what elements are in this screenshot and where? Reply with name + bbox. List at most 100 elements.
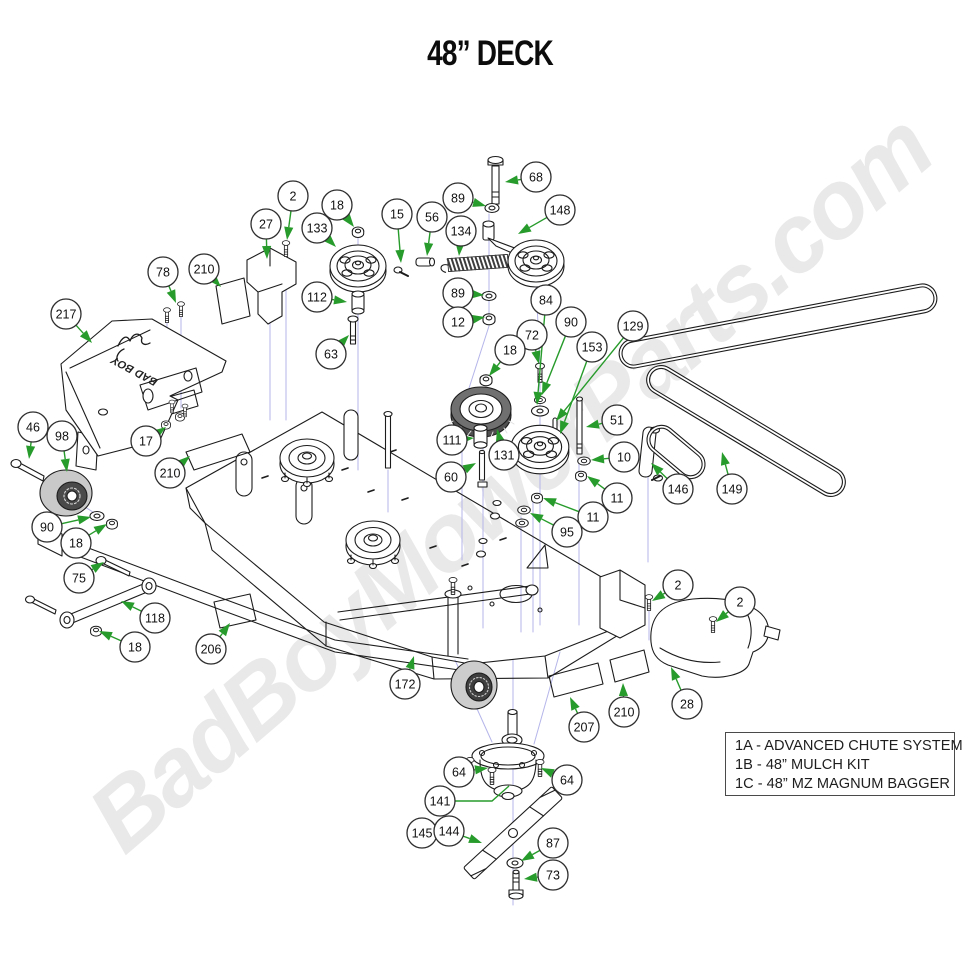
callout-131[interactable]: 131 (488, 429, 520, 471)
callout-11[interactable]: 11 (543, 498, 609, 533)
callout-68[interactable]: 68 (505, 161, 552, 193)
callout-72[interactable]: 72 (516, 319, 548, 364)
callout-28[interactable]: 28 (671, 667, 703, 720)
callout-circle[interactable] (435, 461, 467, 493)
callout-circle[interactable] (551, 764, 583, 796)
callout-circle[interactable] (188, 253, 220, 285)
callout-2[interactable]: 2 (652, 569, 694, 601)
callout-circle[interactable] (577, 501, 609, 533)
callout-144[interactable]: 144 (433, 815, 482, 847)
callout-circle[interactable] (442, 306, 474, 338)
callout-circle[interactable] (608, 441, 640, 473)
callout-circle[interactable] (433, 815, 465, 847)
callout-18[interactable]: 18 (60, 524, 107, 559)
callout-circle[interactable] (60, 527, 92, 559)
callout-210[interactable]: 210 (154, 456, 190, 489)
callout-129[interactable]: 129 (556, 310, 649, 421)
callout-circle[interactable] (130, 425, 162, 457)
callout-60[interactable]: 60 (435, 461, 476, 493)
callout-circle[interactable] (537, 827, 569, 859)
callout-circle[interactable] (301, 281, 333, 313)
callout-circle[interactable] (601, 404, 633, 436)
callout-circle[interactable] (516, 319, 548, 351)
callout-141[interactable]: 141 (424, 785, 510, 817)
callout-circle[interactable] (147, 256, 179, 288)
callout-circle[interactable] (520, 161, 552, 193)
callout-circle[interactable] (46, 420, 78, 452)
callout-18[interactable]: 18 (321, 189, 354, 227)
callout-172[interactable]: 172 (389, 656, 421, 700)
callout-111[interactable]: 111 (436, 424, 474, 456)
callout-2[interactable]: 2 (716, 586, 756, 622)
callout-87[interactable]: 87 (521, 827, 569, 861)
callout-circle[interactable] (494, 334, 526, 366)
callout-circle[interactable] (568, 711, 600, 743)
callout-circle[interactable] (154, 457, 186, 489)
callout-18[interactable]: 18 (99, 631, 151, 663)
callout-circle[interactable] (671, 688, 703, 720)
callout-51[interactable]: 51 (586, 404, 633, 436)
callout-circle[interactable] (716, 473, 748, 505)
callout-circle[interactable] (119, 631, 151, 663)
callout-circle[interactable] (724, 586, 756, 618)
callout-circle[interactable] (488, 439, 520, 471)
callout-95[interactable]: 95 (530, 513, 583, 548)
callout-circle[interactable] (445, 215, 477, 247)
callout-46[interactable]: 46 (17, 411, 49, 459)
callout-11[interactable]: 11 (587, 476, 633, 514)
callout-circle[interactable] (416, 201, 448, 233)
callout-210[interactable]: 210 (608, 683, 640, 728)
callout-149[interactable]: 149 (716, 452, 748, 505)
callout-circle[interactable] (576, 331, 608, 363)
callout-circle[interactable] (662, 473, 694, 505)
callout-217[interactable]: 217 (50, 298, 92, 343)
callout-89[interactable]: 89 (442, 277, 484, 309)
callout-148[interactable]: 148 (518, 194, 576, 234)
callout-circle[interactable] (17, 411, 49, 443)
callout-circle[interactable] (443, 756, 475, 788)
callout-circle[interactable] (442, 182, 474, 214)
callout-2[interactable]: 2 (277, 180, 309, 240)
callout-64[interactable]: 64 (443, 756, 488, 788)
callout-63[interactable]: 63 (315, 335, 349, 370)
callout-15[interactable]: 15 (381, 198, 413, 263)
callout-90[interactable]: 90 (542, 306, 587, 395)
callout-circle[interactable] (321, 189, 353, 221)
callout-153[interactable]: 153 (560, 331, 608, 434)
callout-circle[interactable] (250, 208, 282, 240)
callout-circle[interactable] (424, 785, 456, 817)
callout-56[interactable]: 56 (416, 201, 448, 256)
callout-circle[interactable] (277, 180, 309, 212)
callout-circle[interactable] (31, 511, 63, 543)
callout-circle[interactable] (195, 633, 227, 665)
callout-89[interactable]: 89 (442, 182, 486, 214)
callout-circle[interactable] (555, 306, 587, 338)
callout-circle[interactable] (537, 859, 569, 891)
callout-10[interactable]: 10 (591, 441, 640, 473)
callout-circle[interactable] (301, 212, 333, 244)
callout-90[interactable]: 90 (31, 511, 91, 543)
callout-circle[interactable] (139, 602, 171, 634)
callout-27[interactable]: 27 (250, 208, 282, 259)
callout-64[interactable]: 64 (541, 764, 583, 796)
callout-circle[interactable] (436, 424, 468, 456)
callout-circle[interactable] (530, 284, 562, 316)
callout-118[interactable]: 118 (121, 601, 171, 634)
callout-98[interactable]: 98 (46, 420, 78, 472)
callout-circle[interactable] (601, 482, 633, 514)
callout-circle[interactable] (315, 338, 347, 370)
callout-circle[interactable] (63, 562, 95, 594)
callout-circle[interactable] (617, 310, 649, 342)
callout-12[interactable]: 12 (442, 306, 485, 338)
callout-circle[interactable] (389, 668, 421, 700)
callout-206[interactable]: 206 (195, 623, 230, 665)
callout-circle[interactable] (381, 198, 413, 230)
callout-circle[interactable] (551, 516, 583, 548)
callout-210[interactable]: 210 (188, 253, 221, 287)
callout-146[interactable]: 146 (651, 463, 694, 505)
callout-207[interactable]: 207 (568, 697, 600, 743)
callout-circle[interactable] (608, 696, 640, 728)
callout-112[interactable]: 112 (301, 281, 347, 313)
callout-circle[interactable] (662, 569, 694, 601)
callout-133[interactable]: 133 (301, 212, 336, 247)
